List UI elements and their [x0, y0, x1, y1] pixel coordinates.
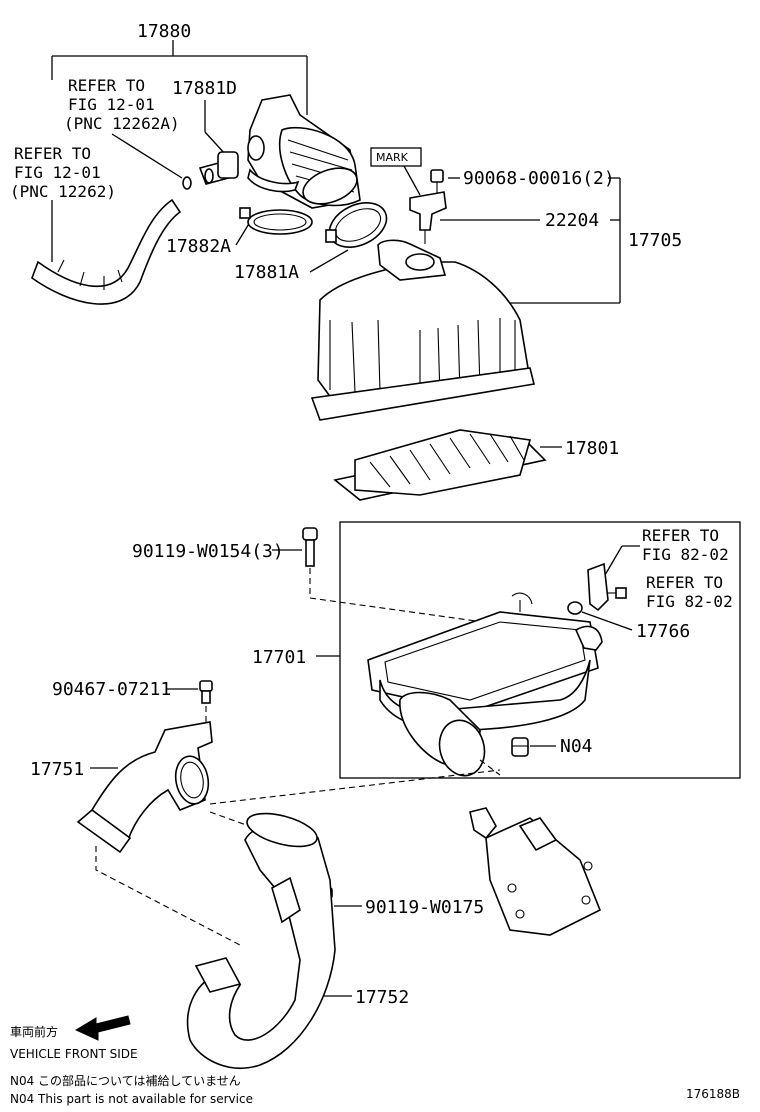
- ref-line-3: (PNC 12262A): [64, 114, 180, 133]
- ref-line-2: FIG 82-02: [642, 545, 729, 564]
- ref-line-1: REFER TO: [68, 76, 145, 95]
- label-90467-07211[interactable]: 90467-07211: [52, 679, 171, 700]
- air-cleaner-case-17701[interactable]: [367, 592, 603, 781]
- ref-line-1: REFER TO: [14, 144, 91, 163]
- clip-90467-07211[interactable]: [199, 680, 213, 704]
- label-17881A[interactable]: 17881A: [234, 262, 299, 283]
- ref-fig-12-01-b[interactable]: REFER TO FIG 12-01 (PNC 12262): [10, 144, 116, 201]
- label-17881D[interactable]: 17881D: [172, 78, 237, 99]
- label-17701[interactable]: 17701: [252, 647, 306, 668]
- label-17766[interactable]: 17766: [636, 621, 690, 642]
- label-22204[interactable]: 22204: [545, 210, 599, 231]
- label-90068-00016[interactable]: 90068-00016(2): [463, 168, 615, 189]
- screw-90068[interactable]: [430, 169, 444, 194]
- grommet-17766[interactable]: [567, 601, 583, 615]
- ref-fig-12-01-a[interactable]: REFER TO FIG 12-01 (PNC 12262A): [64, 76, 180, 133]
- air-cleaner-cap-17705[interactable]: [310, 239, 535, 421]
- case-group-box: [339, 521, 741, 779]
- ref-line-1: REFER TO: [646, 573, 723, 592]
- note-en: N04 This part is not available for servi…: [10, 1092, 253, 1106]
- label-17751[interactable]: 17751: [30, 759, 84, 780]
- bracket-17880: [51, 40, 308, 262]
- ref-fig-82-02-a[interactable]: REFER TO FIG 82-02: [642, 526, 729, 564]
- air-filter-element-17801[interactable]: [333, 429, 547, 501]
- label-90119-W0154[interactable]: 90119-W0154(3): [132, 541, 284, 562]
- front-arrow-icon: [74, 1015, 131, 1041]
- hose-clip[interactable]: [182, 176, 192, 190]
- label-17882A[interactable]: 17882A: [166, 236, 231, 257]
- air-flow-meter-22204[interactable]: [409, 191, 447, 244]
- hose-clamp-17881A[interactable]: [322, 194, 393, 256]
- ref-line-2: FIG 12-01: [68, 95, 155, 114]
- label-17705[interactable]: 17705: [628, 230, 682, 251]
- note-jp: N04 この部品については補給していません: [10, 1073, 241, 1088]
- intake-inlet-17880[interactable]: [247, 94, 362, 211]
- intake-duct-17751[interactable]: [76, 721, 213, 854]
- label-17801[interactable]: 17801: [565, 438, 619, 459]
- ref-line-1: REFER TO: [642, 526, 719, 545]
- vehicle-bracket[interactable]: [469, 807, 602, 936]
- bracket-bolt[interactable]: [606, 587, 627, 599]
- bracket-17705: [490, 177, 621, 304]
- label-90119-W0175[interactable]: 90119-W0175: [365, 897, 484, 918]
- label-17752[interactable]: 17752: [355, 987, 409, 1008]
- fitting-17881D[interactable]: [198, 151, 239, 185]
- figure-id: 176188B: [686, 1087, 740, 1101]
- intake-duct-17752[interactable]: [186, 807, 336, 1069]
- grommet-N04[interactable]: [511, 737, 529, 757]
- vehicle-front-en: VEHICLE FRONT SIDE: [10, 1047, 138, 1061]
- ref-line-2: FIG 82-02: [646, 592, 733, 611]
- ref-line-3: (PNC 12262): [10, 182, 116, 201]
- vehicle-front-indicator: 車両前方 VEHICLE FRONT SIDE: [10, 1015, 138, 1061]
- bolt-90119-W0154[interactable]: [302, 527, 318, 567]
- ref-fig-82-02-b[interactable]: REFER TO FIG 82-02: [646, 573, 733, 611]
- mark-label: MARK: [376, 151, 409, 164]
- vehicle-front-jp: 車両前方: [10, 1024, 58, 1039]
- mark-callout: MARK: [370, 147, 422, 196]
- hose-clamp-17882A[interactable]: [239, 207, 313, 235]
- ref-line-2: FIG 12-01: [14, 163, 101, 182]
- label-17880[interactable]: 17880: [137, 21, 191, 42]
- breather-hose[interactable]: [31, 198, 182, 305]
- case-bracket[interactable]: [587, 562, 609, 612]
- label-N04[interactable]: N04: [560, 736, 593, 757]
